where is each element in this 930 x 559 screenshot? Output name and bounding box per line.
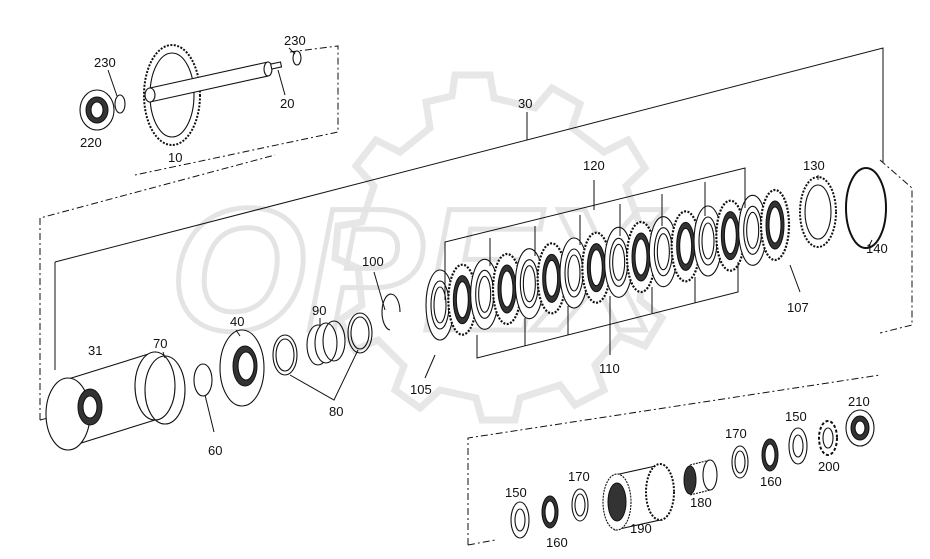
label-130: 130 bbox=[803, 158, 825, 173]
clutch-steel-plate bbox=[514, 248, 544, 320]
label-200: 200 bbox=[818, 459, 840, 474]
dashed-group-lower bbox=[467, 374, 881, 546]
part-70-ring bbox=[144, 355, 186, 425]
part-200-lockwasher bbox=[818, 420, 838, 456]
label-100: 100 bbox=[362, 254, 384, 269]
label-160-right: 160 bbox=[760, 474, 782, 489]
clutch-friction-plate bbox=[536, 242, 567, 315]
clutch-friction-plate bbox=[715, 199, 746, 272]
label-140: 140 bbox=[866, 241, 888, 256]
part-190-gear-hub bbox=[602, 463, 675, 531]
part-220-bearing bbox=[845, 409, 875, 447]
label-107: 107 bbox=[787, 300, 809, 315]
label-160-left: 160 bbox=[546, 535, 568, 550]
part-210-bearing bbox=[79, 89, 115, 131]
bracket-120 bbox=[444, 167, 746, 300]
label-210: 220 bbox=[80, 135, 102, 150]
clutch-friction-plate bbox=[759, 188, 791, 262]
part-160-ring-right bbox=[761, 438, 779, 472]
label-180: 180 bbox=[690, 495, 712, 510]
clutch-friction-plate bbox=[491, 252, 523, 326]
bracket-110 bbox=[476, 262, 739, 359]
label-150-left: 150 bbox=[505, 485, 527, 500]
clutch-steel-plate bbox=[738, 194, 768, 266]
part-20-pin bbox=[270, 61, 283, 70]
label-30: 30 bbox=[518, 96, 532, 111]
part-80-rings bbox=[272, 312, 373, 376]
part-230-ring-right bbox=[292, 50, 302, 66]
label-220: 210 bbox=[848, 394, 870, 409]
label-40: 40 bbox=[230, 314, 244, 329]
clutch-steel-plate bbox=[648, 216, 678, 288]
leader-lines bbox=[107, 47, 873, 433]
label-110: 110 bbox=[599, 361, 620, 376]
part-140-ring bbox=[845, 167, 887, 249]
clutch-friction-plate bbox=[670, 210, 701, 283]
part-180-bearing bbox=[683, 459, 718, 496]
label-170-right: 170 bbox=[725, 426, 747, 441]
label-31: 31 bbox=[88, 343, 102, 358]
label-120: 120 bbox=[583, 158, 605, 173]
label-90: 90 bbox=[312, 303, 326, 318]
label-105: 105 bbox=[410, 382, 432, 397]
part-150-washer-right bbox=[788, 427, 808, 465]
part-60-ring bbox=[193, 363, 213, 397]
label-70: 70 bbox=[153, 336, 167, 351]
label-230-left: 230 bbox=[94, 55, 116, 70]
clutch-steel-plate bbox=[693, 205, 723, 277]
part-40-piston bbox=[219, 329, 265, 407]
part-170-washer-left bbox=[571, 488, 589, 522]
label-170-left: 170 bbox=[568, 469, 590, 484]
label-20: 20 bbox=[280, 96, 294, 111]
part-10-gear-shaft bbox=[143, 44, 273, 146]
part-100-snapring bbox=[381, 293, 401, 331]
watermark-gear bbox=[331, 71, 672, 424]
label-10: 10 bbox=[168, 150, 182, 165]
clutch-steel-plate bbox=[559, 237, 589, 309]
clutch-steel-plate bbox=[470, 258, 500, 330]
part-31-drum bbox=[45, 351, 176, 451]
dashed-group-shaft bbox=[134, 45, 339, 176]
label-60: 60 bbox=[208, 443, 222, 458]
label-190: 190 bbox=[630, 521, 652, 536]
label-150-right: 150 bbox=[785, 409, 807, 424]
part-230-ring-left bbox=[114, 94, 126, 114]
part-130-disc bbox=[799, 176, 837, 248]
callout-labels: 10 20 30 31 40 60 70 80 90 100 105 107 1… bbox=[80, 33, 888, 550]
label-230-right: 230 bbox=[284, 33, 306, 48]
part-90-spring bbox=[306, 320, 346, 366]
part-150-washer-left bbox=[510, 501, 530, 539]
part-160-ring-left bbox=[541, 495, 559, 529]
label-80: 80 bbox=[329, 404, 343, 419]
part-170-washer-right bbox=[731, 445, 749, 479]
